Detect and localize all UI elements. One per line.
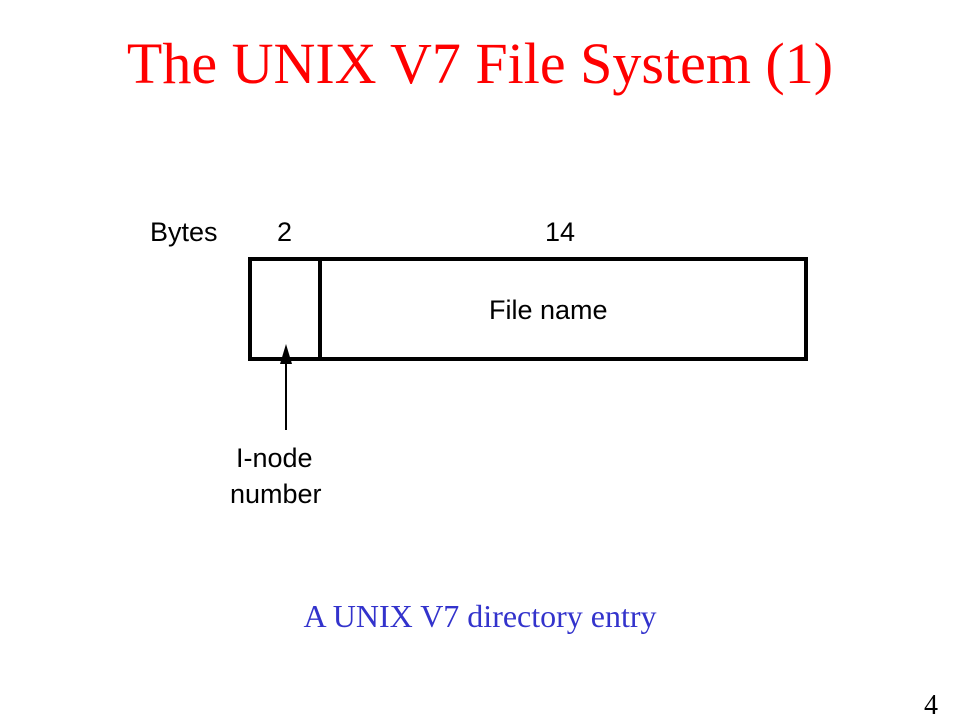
slide-title: The UNIX V7 File System (1) xyxy=(126,31,834,96)
slide-number: 4 xyxy=(924,690,938,721)
inode-number-label-line1: I-node xyxy=(236,443,313,473)
arrowhead-icon xyxy=(280,344,292,364)
inode-pointer-arrow xyxy=(280,344,292,430)
figure-caption: A UNIX V7 directory entry xyxy=(303,598,657,634)
bytes-label: Bytes xyxy=(150,217,218,247)
inode-number-label-line2: number xyxy=(230,479,322,509)
file-name-field xyxy=(318,257,808,361)
inode-field-size: 2 xyxy=(277,217,293,247)
file-name-label: File name xyxy=(489,295,608,325)
filename-field-size: 14 xyxy=(545,217,576,247)
